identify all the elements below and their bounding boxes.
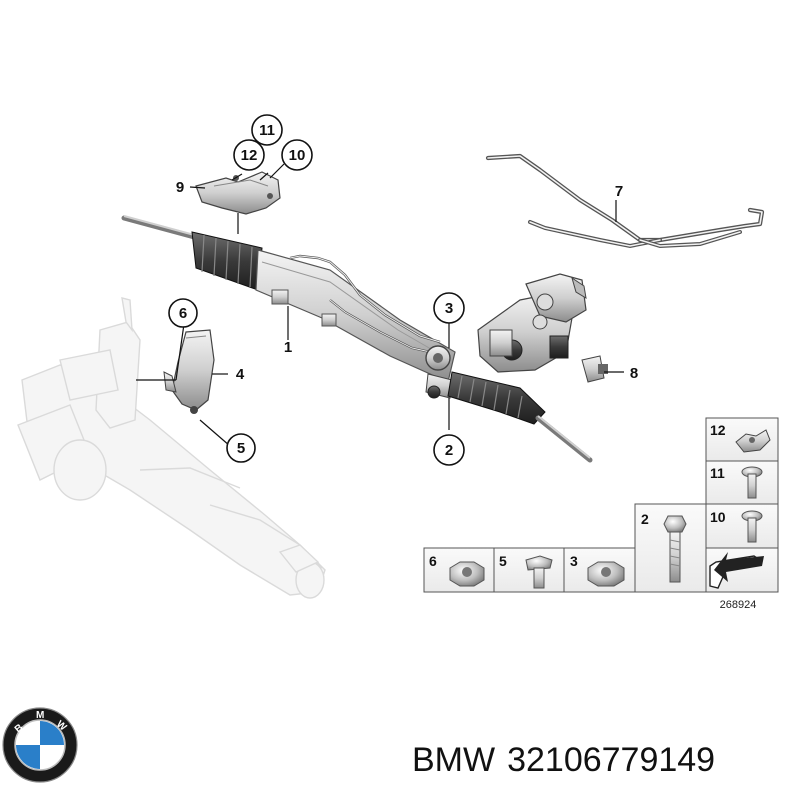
hardware-legend: 12 11 10 2 [423,417,779,611]
svg-text:6: 6 [429,553,437,569]
brand-name: BMW [412,741,496,779]
legend-tile-arrow [705,547,779,593]
svg-text:9: 9 [176,179,184,196]
svg-text:5: 5 [499,553,507,569]
svg-text:10: 10 [710,509,726,525]
callout-7: 7 [615,183,623,200]
callout-11: 11 [251,114,283,146]
steering-rack-main [121,215,593,463]
callout-5: 5 [226,433,256,463]
callout-3: 3 [433,292,465,324]
svg-text:11: 11 [259,122,275,139]
left-bellows [191,231,263,291]
legend-tile-6: 6 [423,547,495,593]
bmw-logo: B M W [2,707,78,783]
svg-text:11: 11 [710,465,725,481]
clamp-part [581,355,608,383]
protective-sleeve [163,329,215,414]
legend-tile-11: 11 [705,460,779,505]
callout-6: 6 [168,298,198,328]
ghost-rack-assembly [17,297,326,599]
svg-text:M: M [36,710,44,721]
svg-text:12: 12 [710,422,726,438]
right-bellows [447,371,546,425]
part-number: 32106779149 [507,741,716,779]
svg-text:10: 10 [289,147,306,164]
leader-lines [136,163,624,447]
pressure-line [485,153,765,249]
svg-text:3: 3 [570,553,578,569]
legend-tile-12: 12 [705,417,779,462]
svg-text:7: 7 [615,183,623,200]
legend-tile-10: 10 [705,503,779,549]
svg-text:6: 6 [179,305,187,322]
legend-tile-3: 3 [563,547,636,593]
legend-tile-5: 5 [493,547,565,593]
svg-text:8: 8 [630,365,638,382]
svg-text:2: 2 [445,442,453,459]
legend-tile-2: 2 [634,503,707,593]
heat-shield-bracket [195,171,281,215]
svg-text:3: 3 [445,300,453,317]
callout-4: 4 [236,366,245,383]
callout-12: 12 [233,139,265,171]
svg-text:4: 4 [236,366,245,383]
part-caption: BMW 32106779149 [412,740,727,780]
valve-body [477,273,587,373]
svg-text:5: 5 [237,440,245,457]
svg-text:12: 12 [241,147,258,164]
callout-2: 2 [433,434,465,466]
svg-text:2: 2 [641,511,649,527]
diagram-reference-number: 268924 [720,599,757,611]
callout-8: 8 [630,365,638,382]
callout-1: 1 [284,339,292,356]
svg-text:1: 1 [284,339,292,356]
callout-9: 9 [176,179,184,196]
callout-10: 10 [281,139,313,171]
